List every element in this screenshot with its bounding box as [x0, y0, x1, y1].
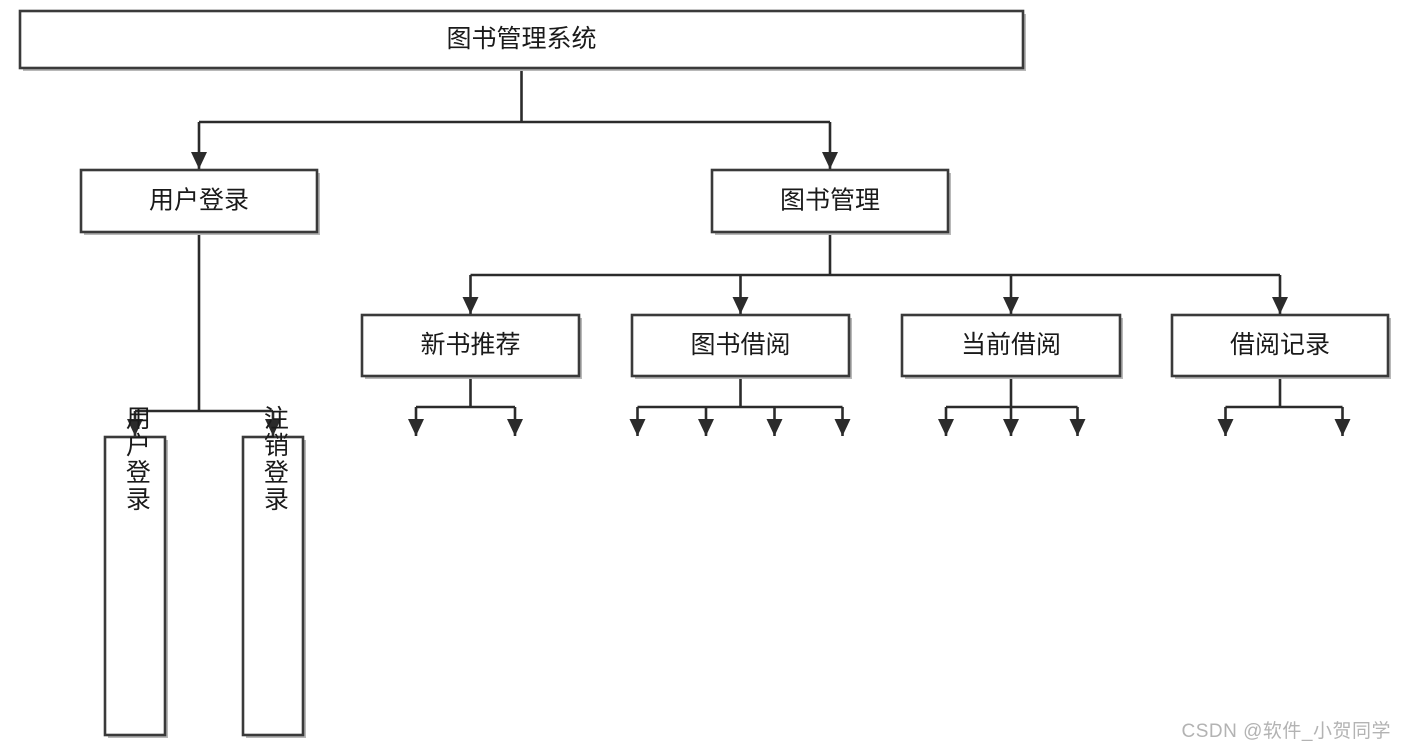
node-book-manage[interactable]: 图书管理 — [710, 168, 951, 235]
node-layer: 图书管理系统用户登录用户登录注销登录图书管理新书推荐图书借阅当前借阅借阅记录 — [18, 9, 1391, 738]
arrow-head-icon-borrow-record — [1272, 297, 1288, 314]
arrow-head-icon-borrow-book-1 — [507, 419, 523, 436]
arrow-head-icon-edit-book-admin — [766, 419, 783, 436]
arrow-head-icon-confirm-return-admin — [1069, 419, 1086, 436]
arrow-head-icon-user-logout — [265, 419, 281, 436]
node-new-book-recommend[interactable]: 新书推荐 — [360, 313, 582, 379]
arrow-head-icon-book-borrow — [732, 297, 749, 314]
arrow-head-icon-add-borrow-record — [1217, 419, 1234, 436]
node-label-book-manage: 图书管理 — [780, 187, 880, 215]
connector-layer — [127, 68, 1351, 436]
arrow-head-icon-add-book-admin — [698, 419, 714, 436]
node-label-user-logout: 注销登录 — [260, 405, 289, 513]
node-label-book-borrow: 图书借阅 — [690, 331, 790, 359]
node-current-borrow[interactable]: 当前借阅 — [900, 313, 1123, 379]
arrow-head-icon-user-login-do — [127, 419, 143, 436]
node-label-new-book-recommend: 新书推荐 — [420, 331, 520, 359]
arrow-head-icon-current-borrow — [1003, 297, 1019, 314]
node-label-user-login-do: 用户登录 — [122, 405, 151, 513]
node-user-login[interactable]: 用户登录 — [79, 168, 320, 235]
watermark-text: CSDN @软件_小贺同学 — [1181, 721, 1391, 742]
node-root[interactable]: 图书管理系统 — [18, 9, 1026, 71]
node-label-user-login: 用户登录 — [149, 187, 249, 215]
node-user-login-do[interactable]: 用户登录 — [103, 405, 168, 738]
arrow-head-icon-query-book-1 — [408, 419, 424, 436]
arrow-head-icon-borrow-book-2 — [834, 419, 851, 436]
node-user-logout[interactable]: 注销登录 — [241, 405, 306, 738]
arrow-head-icon-new-book-recommend — [462, 297, 479, 314]
arrow-head-icon-query-book-2 — [629, 419, 646, 436]
node-label-current-borrow: 当前借阅 — [961, 331, 1061, 359]
arrow-head-icon-return-book — [1003, 419, 1019, 436]
arrow-head-icon-book-manage — [822, 152, 838, 169]
arrow-head-icon-query-borrow-record — [1334, 419, 1351, 436]
arrow-head-icon-query-book-3 — [938, 419, 954, 436]
node-label-borrow-record: 借阅记录 — [1230, 331, 1330, 359]
node-borrow-record[interactable]: 借阅记录 — [1170, 313, 1391, 379]
arrow-head-icon-user-login — [191, 152, 207, 169]
node-book-borrow[interactable]: 图书借阅 — [630, 313, 852, 379]
node-label-root: 图书管理系统 — [446, 25, 596, 53]
